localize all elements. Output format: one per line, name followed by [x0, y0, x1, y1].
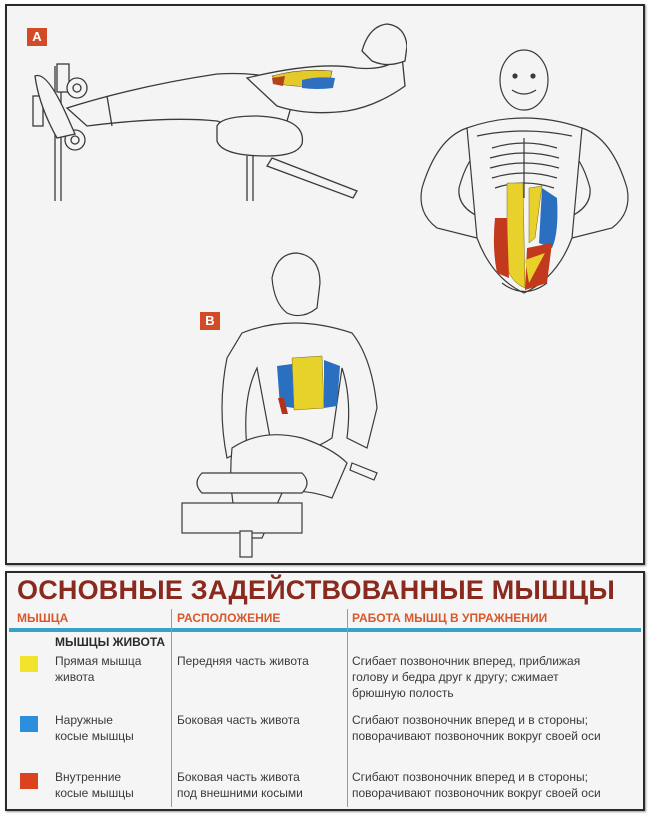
group-title: МЫШЦЫ ЖИВОТА	[55, 635, 166, 649]
red-swatch-icon	[20, 773, 38, 789]
muscle-name: Внутренние косые мышцы	[55, 770, 134, 800]
muscle-function: Сгибают позвоночник вперед и в стороны; …	[352, 713, 601, 743]
muscle-location: Боковая часть живота	[177, 713, 300, 727]
figure-anatomy-torso	[420, 49, 629, 294]
column-header-location: РАСПОЛОЖЕНИЕ	[177, 611, 281, 625]
column-divider	[171, 609, 172, 807]
blue-swatch-icon	[20, 716, 38, 732]
muscle-name: Наружные косые мышцы	[55, 713, 134, 743]
illustration-panel: A	[5, 4, 645, 565]
header-rule	[9, 628, 641, 632]
muscle-function: Сгибает позвоночник вперед, приближая го…	[352, 654, 581, 700]
table-title: ОСНОВНЫЕ ЗАДЕЙСТВОВАННЫЕ МЫШЦЫ	[17, 575, 615, 605]
muscle-name: Прямая мышца живота	[55, 654, 142, 684]
column-header-function: РАБОТА МЫШЦ В УПРАЖНЕНИИ	[352, 611, 548, 625]
column-header-muscle: МЫШЦА	[17, 611, 69, 625]
figure-b-seated-raise	[181, 252, 378, 558]
column-divider	[347, 609, 348, 807]
muscle-location: Боковая часть живота под внешними косыми	[177, 770, 303, 800]
muscles-table: ОСНОВНЫЕ ЗАДЕЙСТВОВАННЫЕ МЫШЦЫ МЫШЦА РАС…	[5, 571, 645, 811]
muscle-function: Сгибают позвоночник вперед и в стороны; …	[352, 770, 601, 800]
yellow-swatch-icon	[20, 656, 38, 672]
figure-a-leg-raise	[32, 23, 407, 201]
label-b-badge: B	[200, 312, 220, 330]
muscle-location: Передняя часть живота	[177, 654, 309, 668]
label-a-badge: A	[27, 28, 47, 46]
